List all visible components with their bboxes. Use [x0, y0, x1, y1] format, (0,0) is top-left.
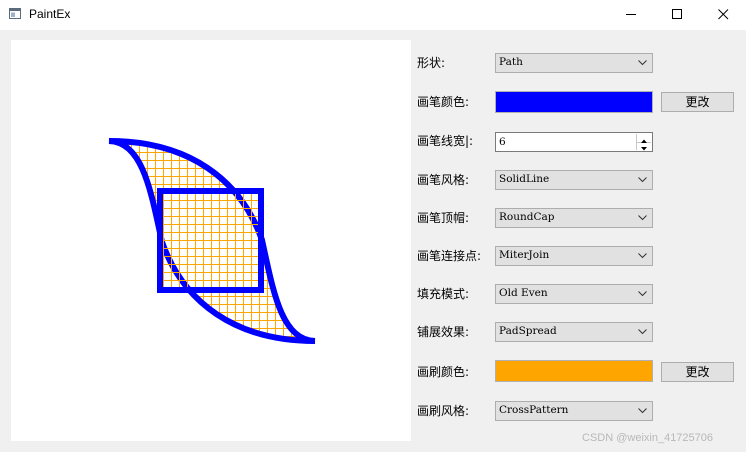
- pen-style-label: 画笔风格:: [417, 173, 470, 187]
- path-shape: [108, 138, 316, 344]
- pen-width-input[interactable]: [496, 133, 637, 151]
- pen-cap-combo[interactable]: RoundCap: [495, 208, 653, 228]
- shape-combo[interactable]: Path: [495, 53, 653, 73]
- spread-combo[interactable]: PadSpread: [495, 322, 653, 342]
- chevron-down-icon: [638, 291, 647, 297]
- pen-style-combo[interactable]: SolidLine: [495, 170, 653, 190]
- watermark-text: CSDN @weixin_41725706: [582, 432, 714, 444]
- spin-down-button[interactable]: [637, 142, 651, 151]
- brush-color-swatch: [495, 360, 653, 382]
- window-title: PaintEx: [29, 7, 71, 21]
- maximize-icon: [672, 9, 682, 19]
- chevron-down-icon: [638, 177, 647, 183]
- close-icon: [718, 9, 729, 20]
- spin-up-button[interactable]: [637, 134, 651, 143]
- pen-width-spinbox[interactable]: [495, 132, 653, 152]
- arrow-up-icon: [641, 139, 647, 143]
- close-button[interactable]: [700, 0, 746, 30]
- square-path: [157, 188, 264, 293]
- drawing-canvas[interactable]: [11, 40, 411, 441]
- chevron-down-icon: [638, 329, 647, 335]
- pen-color-label: 画笔颜色:: [417, 95, 470, 109]
- arrow-down-icon: [641, 147, 647, 151]
- chevron-down-icon: [638, 253, 647, 259]
- pen-join-value: MiterJoin: [499, 249, 550, 261]
- brush-style-label: 画刷风格:: [417, 404, 470, 418]
- brush-color-change-button[interactable]: 更改: [661, 362, 734, 382]
- pen-width-label: 画笔线宽|:: [417, 134, 474, 148]
- minimize-icon: [626, 14, 636, 15]
- chevron-down-icon: [638, 408, 647, 414]
- pen-style-value: SolidLine: [499, 173, 550, 185]
- canvas-drawing: [108, 138, 316, 344]
- fill-mode-value: Old Even: [499, 287, 548, 299]
- chevron-down-icon: [638, 215, 647, 221]
- brush-style-value: CrossPattern: [499, 404, 569, 416]
- shape-label: 形状:: [417, 56, 446, 70]
- brush-style-combo[interactable]: CrossPattern: [495, 401, 653, 421]
- fill-mode-combo[interactable]: Old Even: [495, 284, 653, 304]
- app-icon: [9, 8, 21, 19]
- maximize-button[interactable]: [654, 0, 700, 30]
- pen-cap-value: RoundCap: [499, 211, 555, 223]
- pen-color-swatch: [495, 91, 653, 113]
- spread-value: PadSpread: [499, 325, 557, 337]
- pen-join-label: 画笔连接点:: [417, 249, 482, 263]
- minimize-button[interactable]: [608, 0, 654, 30]
- brush-color-label: 画刷颜色:: [417, 365, 470, 379]
- title-bar[interactable]: PaintEx: [0, 0, 746, 30]
- pen-cap-label: 画笔顶帽:: [417, 211, 470, 225]
- shape-value: Path: [499, 56, 523, 68]
- pen-join-combo[interactable]: MiterJoin: [495, 246, 653, 266]
- fill-mode-label: 填充模式:: [417, 287, 470, 301]
- chevron-down-icon: [638, 60, 647, 66]
- pen-color-change-button[interactable]: 更改: [661, 92, 734, 112]
- spread-label: 铺展效果:: [417, 325, 470, 339]
